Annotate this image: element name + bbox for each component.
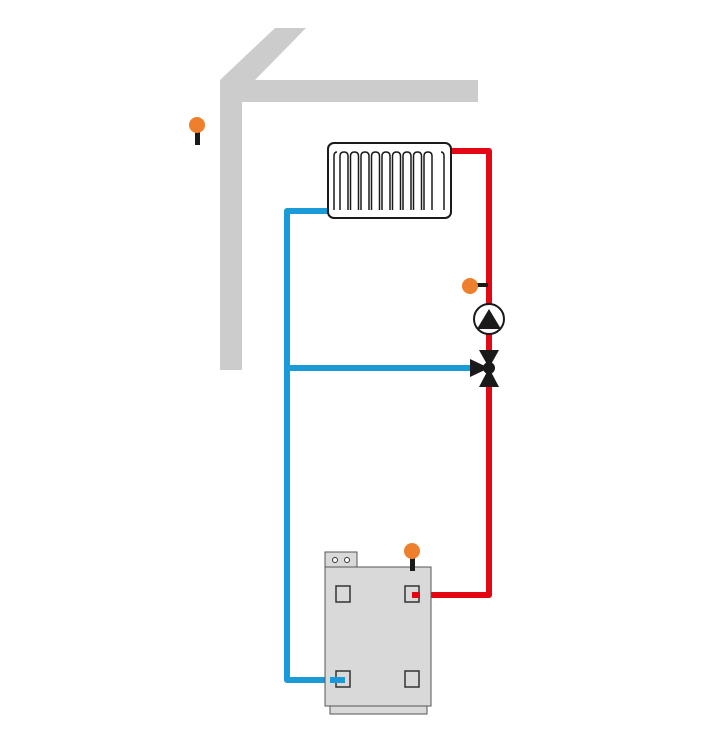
supply-line bbox=[412, 148, 492, 598]
radiator-fin bbox=[381, 151, 391, 210]
boiler-sensor bbox=[404, 543, 420, 571]
mixing-valve bbox=[470, 350, 499, 387]
valve-actuator bbox=[483, 362, 495, 374]
outdoor-sensor bbox=[189, 117, 205, 145]
flow-sensor-bulb bbox=[462, 278, 478, 294]
valve-top-triangle bbox=[479, 350, 499, 368]
radiator-fin bbox=[370, 151, 381, 210]
flow-sensor bbox=[462, 278, 488, 294]
flow-sensor-stem bbox=[474, 283, 488, 287]
boiler-sensor-bulb bbox=[404, 543, 420, 559]
boiler-port-top-left bbox=[335, 585, 351, 603]
pump-direction-icon bbox=[477, 309, 501, 329]
radiator-fin bbox=[423, 151, 433, 210]
circulation-pump bbox=[473, 303, 505, 335]
building-outline bbox=[220, 28, 478, 370]
boiler-port-bottom-right bbox=[404, 670, 420, 688]
supply-lower-pipe bbox=[412, 386, 492, 598]
return-main-pipe bbox=[284, 208, 343, 683]
radiator-fin bbox=[360, 151, 370, 210]
radiator-fin bbox=[391, 151, 402, 210]
valve-left-triangle bbox=[470, 359, 489, 377]
radiator-fin bbox=[349, 151, 360, 210]
boiler-indicator-1 bbox=[332, 557, 338, 563]
boiler-top-block bbox=[324, 551, 358, 569]
boiler bbox=[324, 551, 432, 715]
radiator-fin bbox=[402, 151, 412, 210]
boiler-body bbox=[324, 566, 432, 707]
outdoor-sensor-bulb bbox=[189, 117, 205, 133]
radiator-fins bbox=[333, 151, 445, 210]
boiler-sensor-stem bbox=[410, 556, 415, 571]
boiler-indicator-2 bbox=[344, 557, 350, 563]
return-line bbox=[284, 208, 472, 683]
valve-bottom-triangle bbox=[479, 368, 499, 387]
radiator-fin bbox=[412, 151, 423, 210]
radiator-fin-edge bbox=[333, 151, 338, 210]
supply-upper-pipe bbox=[450, 148, 492, 305]
outdoor-sensor-stem bbox=[195, 130, 200, 145]
radiator-fin-edge bbox=[440, 151, 445, 210]
radiator bbox=[327, 142, 452, 219]
roof-wall-shape bbox=[220, 28, 478, 370]
radiator-fin bbox=[339, 151, 349, 210]
